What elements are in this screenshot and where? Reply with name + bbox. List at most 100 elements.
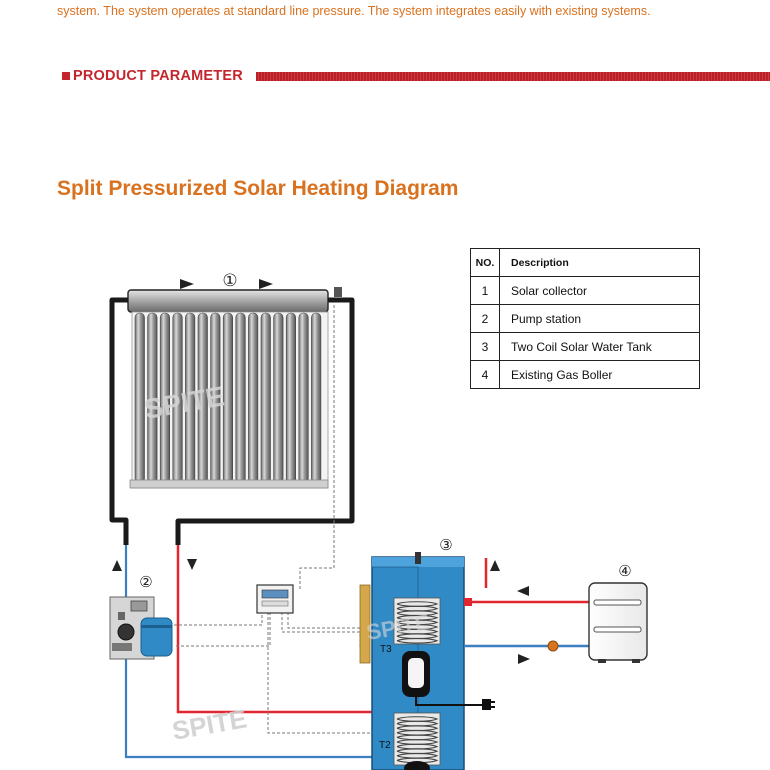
vacuum-tube — [260, 312, 271, 484]
hot-flow-pipe — [176, 545, 386, 714]
flow-arrow-right-icon — [259, 279, 273, 289]
boiler-foot — [598, 659, 606, 663]
intro-text: system. The system operates at standard … — [57, 4, 651, 18]
coil-turn — [396, 610, 439, 616]
power-plug-prong — [491, 706, 495, 708]
expansion-vessel-band — [141, 625, 172, 628]
flow-arrow-up-icon — [490, 560, 500, 571]
collector-loop-pipes — [109, 297, 355, 545]
coil-turn — [396, 743, 439, 750]
collector-header — [127, 289, 329, 313]
power-plug-icon — [482, 699, 491, 710]
legend-no: 2 — [470, 304, 500, 333]
pump-fitting-icon — [112, 643, 132, 651]
power-plug-prong — [491, 701, 495, 703]
vacuum-tube — [311, 312, 322, 484]
coil-turn — [396, 624, 439, 630]
section-square-icon — [62, 72, 70, 80]
legend-header-description: Description — [499, 248, 700, 277]
boiler-marker: ④ — [618, 563, 631, 580]
check-valve-icon — [547, 640, 559, 652]
pump-gauge-icon — [130, 600, 148, 612]
coil-turn — [396, 753, 439, 759]
coil-turn — [396, 757, 439, 764]
legend-header-no: NO. — [470, 248, 500, 277]
legend-description: Pump station — [499, 304, 700, 333]
expansion-vessel — [140, 617, 173, 657]
heater-cable — [415, 697, 484, 706]
coil-turn — [396, 633, 439, 639]
flow-arrow-right-icon — [180, 279, 194, 289]
coil-turn — [396, 638, 439, 644]
vacuum-tube — [285, 312, 297, 484]
coil-turn — [396, 628, 439, 635]
watermark-logo: SPITE — [170, 703, 249, 746]
legend-description: Existing Gas Boller — [499, 360, 700, 389]
anode-rod — [359, 584, 371, 664]
collector-tubes — [134, 312, 322, 484]
lower-heat-exchanger-coil — [396, 716, 439, 764]
coil-turn — [396, 615, 439, 621]
gas-boiler — [588, 582, 648, 663]
coil-turn — [396, 605, 439, 612]
coil-turn — [396, 720, 439, 727]
tank-bottom-port — [404, 761, 430, 770]
coil-turn — [396, 619, 439, 626]
table-row: 1 Solar collector — [470, 276, 700, 305]
legend-no: 3 — [470, 332, 500, 361]
coil-turn — [396, 748, 439, 754]
vacuum-tube — [235, 312, 246, 484]
hot-outlet-fitting — [464, 598, 472, 606]
coil-turn — [396, 730, 439, 736]
solar-collector — [127, 287, 342, 489]
section-header: PRODUCT PARAMETER — [62, 68, 770, 85]
electric-heater-panel — [408, 658, 424, 688]
coil-turn — [396, 739, 439, 745]
boiler-handle-bottom — [593, 626, 642, 633]
flow-arrow-up-icon — [112, 560, 122, 571]
vacuum-tube — [222, 312, 233, 484]
sensor-t3-label: T3 — [380, 644, 392, 655]
controller-housing — [256, 584, 294, 614]
boiler-connections — [464, 558, 589, 648]
controller-display — [261, 589, 289, 599]
vacuum-tube — [273, 312, 284, 484]
coil-turn — [396, 601, 439, 607]
legend-no: 4 — [470, 360, 500, 389]
coil-turn — [396, 716, 439, 722]
section-divider — [256, 72, 770, 81]
pump-valve-icon — [118, 612, 125, 620]
legend-description: Solar collector — [499, 276, 700, 305]
boiler-body — [588, 582, 648, 661]
table-row: 2 Pump station — [470, 304, 700, 333]
solar-controller — [256, 584, 294, 614]
tank-marker: ③ — [439, 537, 452, 554]
legend-header-row: NO. Description — [470, 248, 700, 277]
tank-top-valve — [415, 552, 421, 564]
vacuum-tube — [248, 312, 259, 484]
collector-sensor — [334, 287, 342, 297]
collector-bottom-rail — [129, 479, 329, 489]
vacuum-tube — [298, 312, 309, 484]
boiler-handle-top — [593, 599, 642, 606]
coil-turn — [396, 725, 439, 731]
table-row: 3 Two Coil Solar Water Tank — [470, 332, 700, 361]
legend-table: NO. Description 1 Solar collector 2 Pump… — [470, 248, 700, 389]
diagram-title: Split Pressurized Solar Heating Diagram — [57, 177, 459, 200]
pump-marker: ② — [139, 574, 152, 591]
coil-turn — [396, 734, 439, 741]
flow-arrow-left-icon — [517, 586, 529, 596]
pump-icon — [117, 623, 135, 641]
table-row: 4 Existing Gas Boller — [470, 360, 700, 389]
legend-description: Two Coil Solar Water Tank — [499, 332, 700, 361]
sensor-t2-label: T2 — [379, 740, 391, 751]
flow-arrow-right-icon — [518, 654, 530, 664]
section-title: PRODUCT PARAMETER — [73, 68, 243, 84]
legend-no: 1 — [470, 276, 500, 305]
collector-marker: ① — [222, 271, 237, 290]
flow-arrow-down-icon — [187, 559, 197, 570]
boiler-foot — [632, 659, 640, 663]
controller-buttons — [261, 600, 289, 607]
pump-station — [109, 596, 173, 660]
